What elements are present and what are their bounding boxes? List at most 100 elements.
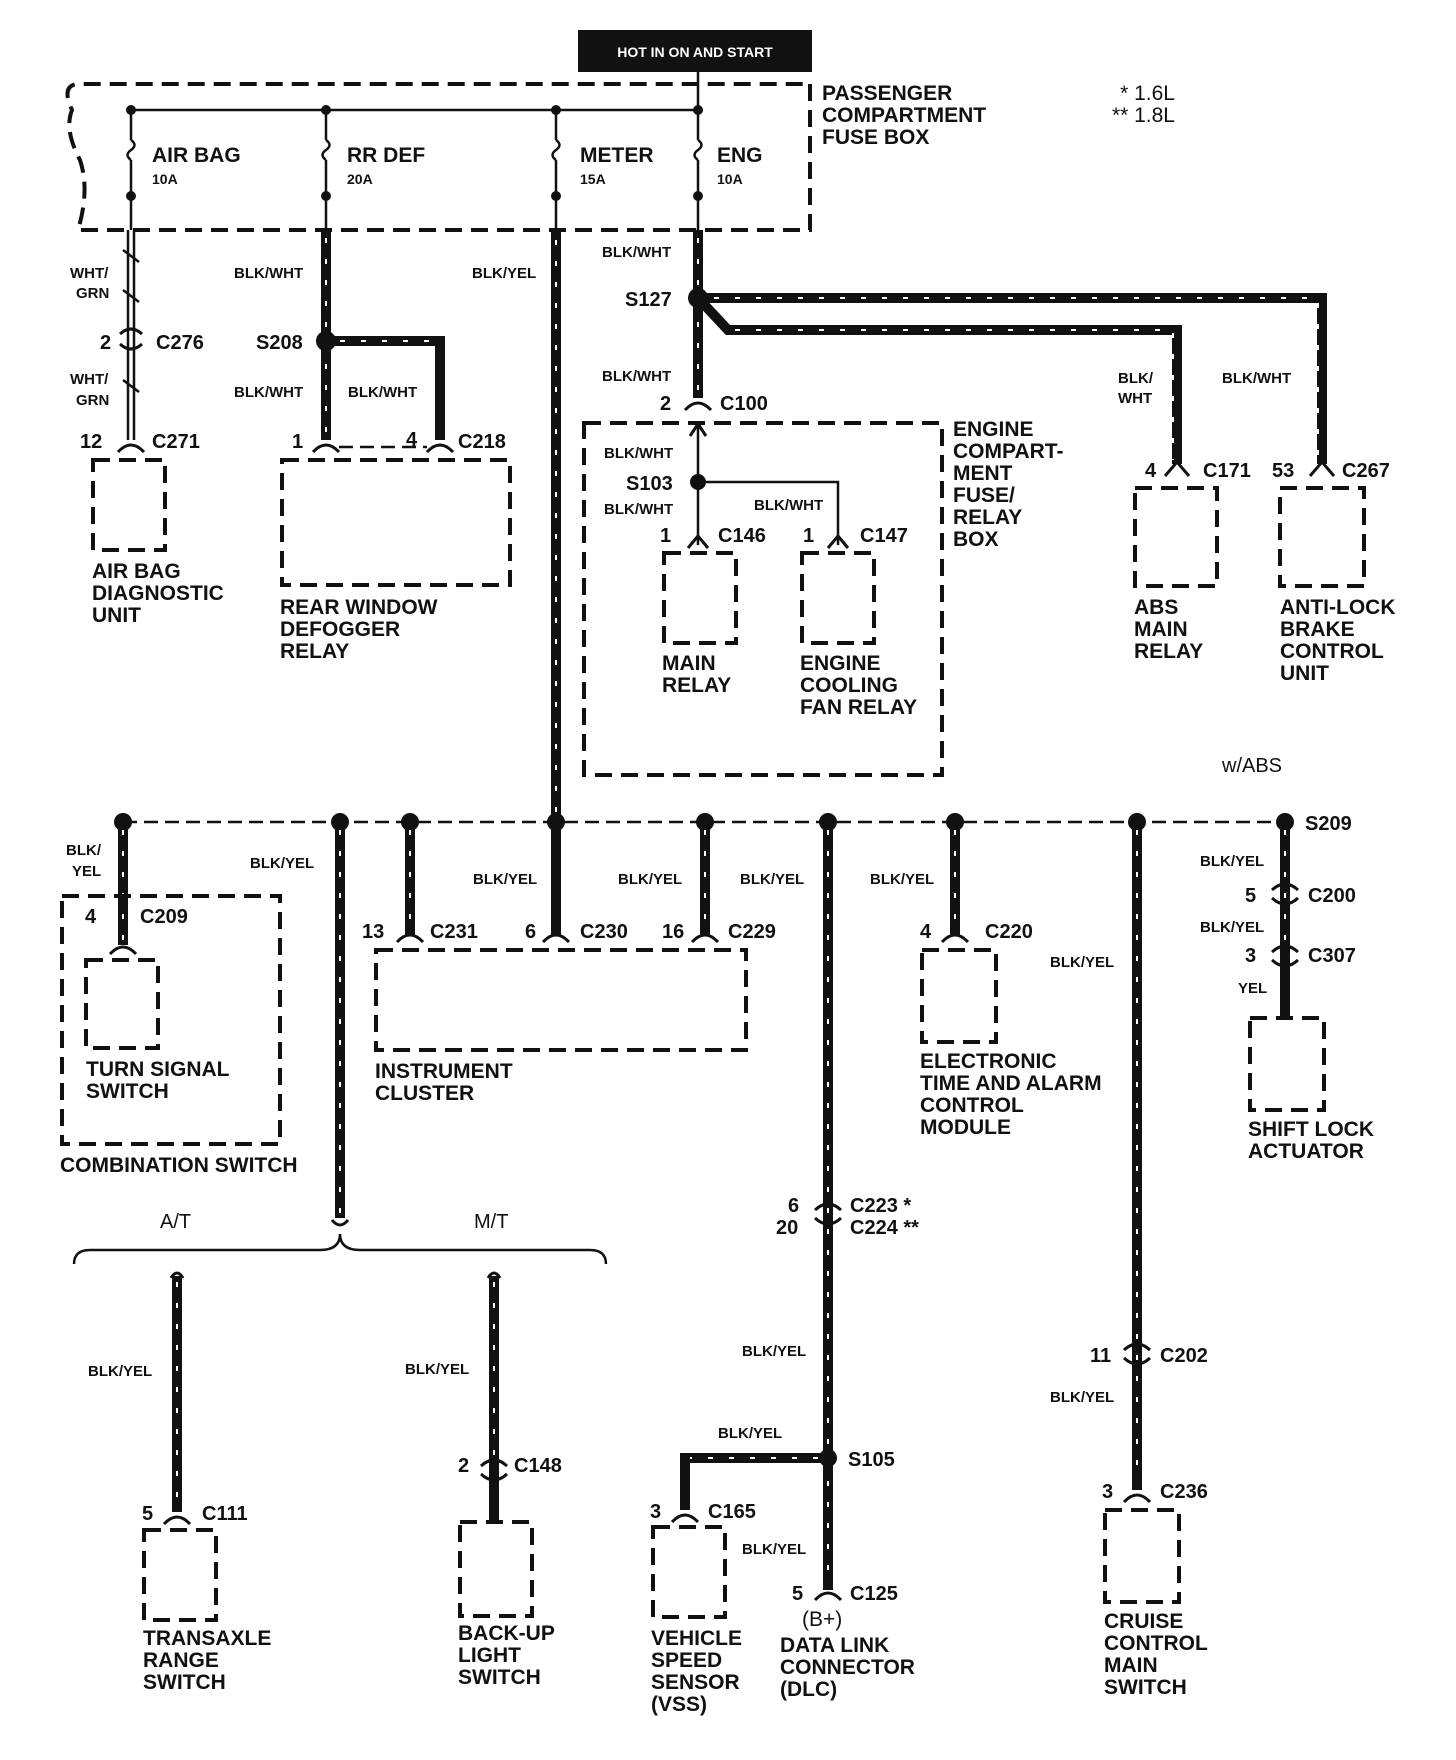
abs-relay-label: ABS MAIN RELAY xyxy=(1134,596,1203,663)
svg-text:(VSS): (VSS) xyxy=(651,1693,707,1716)
svg-text:4: 4 xyxy=(920,921,932,943)
airbag-unit-box xyxy=(91,458,167,552)
svg-text:C100: C100 xyxy=(720,393,768,415)
svg-text:2: 2 xyxy=(100,332,111,354)
svg-text:REAR WINDOW: REAR WINDOW xyxy=(280,596,438,619)
turn-signal-label: TURN SIGNAL SWITCH xyxy=(86,1058,230,1103)
svg-text:M/T: M/T xyxy=(474,1211,508,1233)
svg-text:11: 11 xyxy=(1090,1345,1111,1367)
backup-light-switch-box xyxy=(458,1520,534,1618)
svg-text:FUSE BOX: FUSE BOX xyxy=(822,126,929,149)
svg-text:10A: 10A xyxy=(152,171,178,187)
passenger-fuse-box xyxy=(65,82,812,232)
svg-text:SHIFT LOCK: SHIFT LOCK xyxy=(1248,1118,1374,1141)
svg-text:C276: C276 xyxy=(156,332,204,354)
svg-text:5: 5 xyxy=(1245,885,1256,907)
at-mt-brace xyxy=(72,1233,608,1265)
power-label: HOT IN ON AND START xyxy=(617,44,773,60)
svg-text:BLK/WHT: BLK/WHT xyxy=(604,501,673,518)
s127-abs-relay-wire xyxy=(694,294,1182,464)
svg-text:RELAY: RELAY xyxy=(953,506,1022,529)
svg-text:C125: C125 xyxy=(850,1583,898,1605)
svg-text:COOLING: COOLING xyxy=(800,674,898,697)
svg-text:RELAY: RELAY xyxy=(662,674,731,697)
etacm-box xyxy=(920,948,998,1044)
defogger-relay-box xyxy=(280,458,512,587)
svg-text:BOX: BOX xyxy=(953,528,999,551)
shift-lock-actuator-box xyxy=(1248,1016,1326,1112)
vss-label: VEHICLE SPEED SENSOR (VSS) xyxy=(651,1627,742,1716)
svg-text:DATA LINK: DATA LINK xyxy=(780,1634,889,1657)
svg-text:UNIT: UNIT xyxy=(92,604,141,627)
fuse-rr-def: RR DEF 20A xyxy=(321,105,425,230)
svg-text:UNIT: UNIT xyxy=(1280,662,1329,685)
svg-text:DIAGNOSTIC: DIAGNOSTIC xyxy=(92,582,224,605)
svg-text:C218: C218 xyxy=(458,431,506,453)
svg-text:BLK/WHT: BLK/WHT xyxy=(234,265,303,282)
svg-text:C307: C307 xyxy=(1308,945,1356,967)
main-relay-label: MAIN RELAY xyxy=(662,652,731,697)
svg-text:C200: C200 xyxy=(1308,885,1356,907)
svg-text:ENGINE: ENGINE xyxy=(800,652,881,675)
svg-text:FUSE/: FUSE/ xyxy=(953,484,1015,507)
svg-text:CRUISE: CRUISE xyxy=(1104,1610,1183,1633)
svg-text:BLK/YEL: BLK/YEL xyxy=(1050,1389,1114,1406)
main-relay-box xyxy=(662,551,738,645)
svg-text:COMPARTMENT: COMPARTMENT xyxy=(822,104,986,127)
svg-text:AIR BAG: AIR BAG xyxy=(92,560,181,583)
transaxle-switch-label: TRANSAXLE RANGE SWITCH xyxy=(143,1627,271,1694)
svg-text:BLK/YEL: BLK/YEL xyxy=(1050,954,1114,971)
svg-text:ABS: ABS xyxy=(1134,596,1178,619)
svg-text:CONTROL: CONTROL xyxy=(920,1094,1024,1117)
svg-text:C223 *: C223 * xyxy=(850,1195,911,1217)
svg-text:BLK/YEL: BLK/YEL xyxy=(473,871,537,888)
abs-relay-box xyxy=(1133,486,1219,588)
combination-switch-box xyxy=(60,894,282,1146)
svg-text:A/T: A/T xyxy=(160,1211,191,1233)
svg-text:BLK/WHT: BLK/WHT xyxy=(234,384,303,401)
svg-text:SWITCH: SWITCH xyxy=(1104,1676,1187,1699)
svg-text:MENT: MENT xyxy=(953,462,1013,485)
shift-lock-label: SHIFT LOCK ACTUATOR xyxy=(1248,1118,1374,1163)
svg-text:1: 1 xyxy=(292,431,303,453)
svg-text:BLK/YEL: BLK/YEL xyxy=(405,1361,469,1378)
fuse-box-label: PASSENGER COMPARTMENT FUSE BOX xyxy=(822,82,986,149)
svg-text:WHT/: WHT/ xyxy=(70,371,109,388)
svg-text:20A: 20A xyxy=(347,171,373,187)
svg-text:SWITCH: SWITCH xyxy=(458,1666,541,1689)
svg-text:ELECTRONIC: ELECTRONIC xyxy=(920,1050,1057,1073)
svg-text:TRANSAXLE: TRANSAXLE xyxy=(143,1627,271,1650)
svg-text:BLK/YEL: BLK/YEL xyxy=(1200,853,1264,870)
svg-text:BLK/: BLK/ xyxy=(66,842,102,859)
svg-text:SENSOR: SENSOR xyxy=(651,1671,740,1694)
cruise-switch-label: CRUISE CONTROL MAIN SWITCH xyxy=(1104,1610,1208,1699)
svg-text:BLK/WHT: BLK/WHT xyxy=(602,368,671,385)
svg-text:13: 13 xyxy=(362,921,384,943)
svg-text:C220: C220 xyxy=(985,921,1033,943)
svg-text:MAIN: MAIN xyxy=(1104,1654,1158,1677)
power-label-box xyxy=(578,30,812,72)
svg-text:C171: C171 xyxy=(1203,460,1251,482)
fan-relay-box xyxy=(800,551,876,645)
svg-text:RELAY: RELAY xyxy=(1134,640,1203,663)
svg-text:3: 3 xyxy=(1102,1481,1113,1503)
svg-text:BLK/YEL: BLK/YEL xyxy=(740,871,804,888)
svg-text:3: 3 xyxy=(1245,945,1256,967)
svg-text:BLK/WHT: BLK/WHT xyxy=(754,497,823,514)
turn-signal-switch-box xyxy=(84,958,160,1050)
fuse-meter: METER 15A xyxy=(551,105,654,230)
svg-text:C111: C111 xyxy=(202,1503,248,1525)
svg-text:1: 1 xyxy=(660,525,671,547)
svg-text:BLK/YEL: BLK/YEL xyxy=(250,855,314,872)
svg-text:C147: C147 xyxy=(860,525,908,547)
svg-text:S103: S103 xyxy=(626,473,673,495)
abs-unit-box xyxy=(1278,486,1366,588)
svg-text:PASSENGER: PASSENGER xyxy=(822,82,952,105)
svg-text:GRN: GRN xyxy=(76,392,109,409)
svg-text:COMPART-: COMPART- xyxy=(953,440,1063,463)
svg-text:C230: C230 xyxy=(580,921,628,943)
svg-text:SWITCH: SWITCH xyxy=(143,1671,226,1694)
combination-switch-label: COMBINATION SWITCH xyxy=(60,1154,298,1177)
svg-text:12: 12 xyxy=(80,431,102,453)
